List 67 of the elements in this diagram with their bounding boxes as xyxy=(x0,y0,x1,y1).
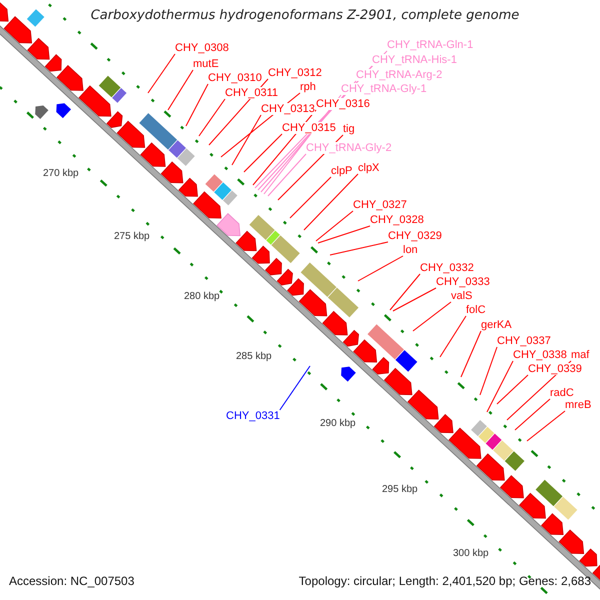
genome-summary-text: Topology: circular; Length: 2,401,520 bp; Genes: 2,683 xyxy=(298,574,591,588)
gene-label: clpX xyxy=(358,162,380,174)
leader-line xyxy=(390,274,420,310)
gene-label: CHY_0327 xyxy=(353,199,407,211)
gene-label: CHY_0328 xyxy=(370,214,424,226)
gene-label: gerKA xyxy=(481,319,512,331)
leader-line xyxy=(232,114,262,166)
gene-label: maf xyxy=(571,349,590,361)
leader-line xyxy=(290,176,332,218)
leader-line xyxy=(514,398,550,430)
gene-label: CHY_0310 xyxy=(208,72,262,84)
position-label: 280 kbp xyxy=(184,291,220,302)
position-label: 295 kbp xyxy=(382,484,418,495)
gene-label: CHY_0308 xyxy=(175,42,229,54)
gene-label: mreB xyxy=(565,399,592,411)
leader-line xyxy=(198,98,226,136)
leader-line xyxy=(168,70,194,110)
position-label: 270 kbp xyxy=(43,168,79,179)
leader-line xyxy=(526,410,566,442)
gene-label: CHY_0313 xyxy=(261,103,315,115)
gene-label: CHY_tRNA-Gly-2 xyxy=(306,142,392,154)
gene-label: CHY_0333 xyxy=(436,276,490,288)
leader-line xyxy=(268,154,306,196)
leader-line xyxy=(186,84,208,126)
gene-label: CHY_0329 xyxy=(388,230,442,242)
gene-label: CHY_0332 xyxy=(420,262,474,274)
gene-label: CHY_0339 xyxy=(528,363,582,375)
leader-line xyxy=(486,360,514,412)
leader-line xyxy=(244,134,282,172)
leader-line xyxy=(330,242,388,256)
gene-label: rph xyxy=(300,81,316,93)
leader-line xyxy=(318,226,370,244)
leader-line xyxy=(316,210,354,242)
gene-label: valS xyxy=(451,290,472,302)
leader-line xyxy=(358,256,404,282)
leader-line xyxy=(496,374,528,404)
leader-line xyxy=(392,288,436,312)
leader-line xyxy=(304,174,358,230)
accession-text: Accession: NC_007503 xyxy=(9,574,134,588)
gene-label: tig xyxy=(343,123,355,135)
gene-label: CHY_tRNA-Arg-2 xyxy=(356,69,442,81)
leader-line xyxy=(148,54,176,94)
gene-label: CHY_0337 xyxy=(497,335,551,347)
gene-label: CHY_0311 xyxy=(225,87,278,99)
leader-line xyxy=(480,346,498,396)
gene-label: CHY_0316 xyxy=(316,98,370,110)
gene-label: CHY_tRNA-Gly-1 xyxy=(341,83,427,95)
gene-label: CHY_0315 xyxy=(282,122,336,134)
leader-line xyxy=(412,302,452,332)
position-label: 300 kbp xyxy=(453,548,489,559)
gene-label: lon xyxy=(403,244,418,256)
gene-label: CHY_0338 xyxy=(513,349,567,361)
position-label: 290 kbp xyxy=(320,418,356,429)
leader-line xyxy=(460,330,482,378)
gene-label: CHY_0331 xyxy=(226,410,280,422)
position-label: 285 kbp xyxy=(236,351,272,362)
gene-label: mutE xyxy=(193,58,219,70)
leader-line xyxy=(440,316,466,358)
gene-label: CHY_0312 xyxy=(268,67,322,79)
position-label: 275 kbp xyxy=(114,231,150,242)
gene-label: radC xyxy=(550,387,574,399)
gene-label: folC xyxy=(466,304,486,316)
gene-label: CHY_tRNA-Gln-1 xyxy=(387,39,474,51)
gene-label: clpP xyxy=(331,165,352,177)
gene-label: CHY_tRNA-His-1 xyxy=(372,54,457,66)
map-title: Carboxydothermus hydrogenoformans Z-2901, complete genome xyxy=(90,8,520,23)
leader-line xyxy=(279,366,310,410)
